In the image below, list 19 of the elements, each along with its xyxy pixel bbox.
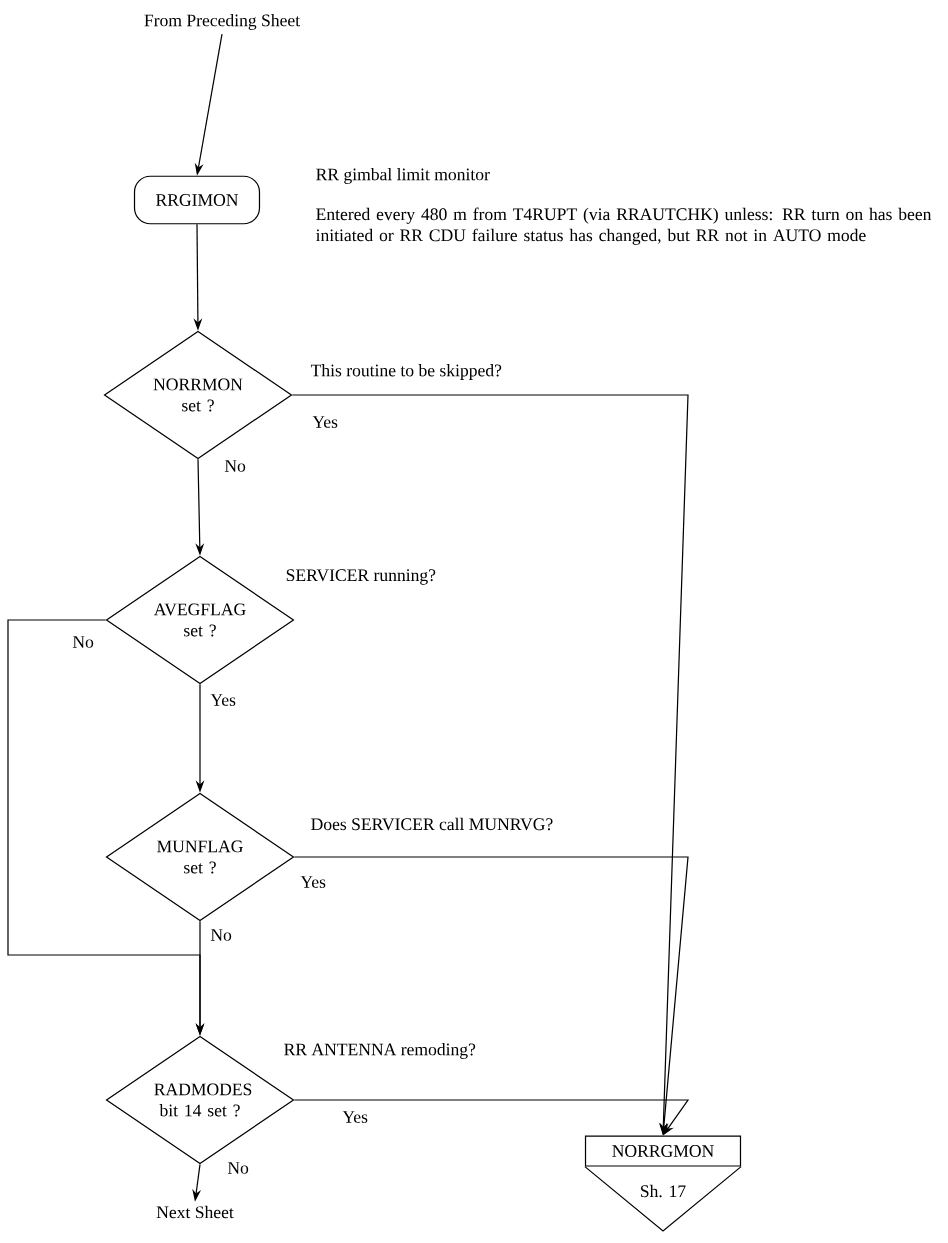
edge-label: Yes: [312, 416, 338, 428]
node-label: Sh. 17: [641, 1184, 686, 1198]
flow-label: Next Sheet: [156, 1205, 234, 1219]
off-page-connector: NORRGMON Sh. 17: [584, 1135, 742, 1232]
edge-label: No: [224, 460, 246, 472]
annotation: Does SERVICER call MUNRVG?: [311, 817, 553, 831]
annotation: Entered every 480 m from T4RUPT (via RRAUTCHK) unless: RR turn on has been initiated or RR CDU failure status has changed, but RR not in AUTO mode: [315, 207, 932, 245]
edge-label: No: [210, 929, 232, 941]
edge-label: No: [72, 636, 94, 648]
edge-label: Yes: [342, 1111, 368, 1123]
terminal-box: RRGIMON: [133, 175, 261, 225]
edge-label: No: [227, 1162, 249, 1174]
edge-label: Yes: [300, 876, 326, 888]
annotation: RR gimbal limit monitor: [316, 168, 490, 184]
annotation: This routine to be skipped?: [310, 364, 502, 380]
annotation: SERVICER running?: [286, 569, 436, 585]
annotation: RR ANTENNA remoding?: [284, 1043, 476, 1059]
edge-label: Yes: [210, 694, 236, 706]
flow-label: From Preceding Sheet: [144, 14, 300, 30]
